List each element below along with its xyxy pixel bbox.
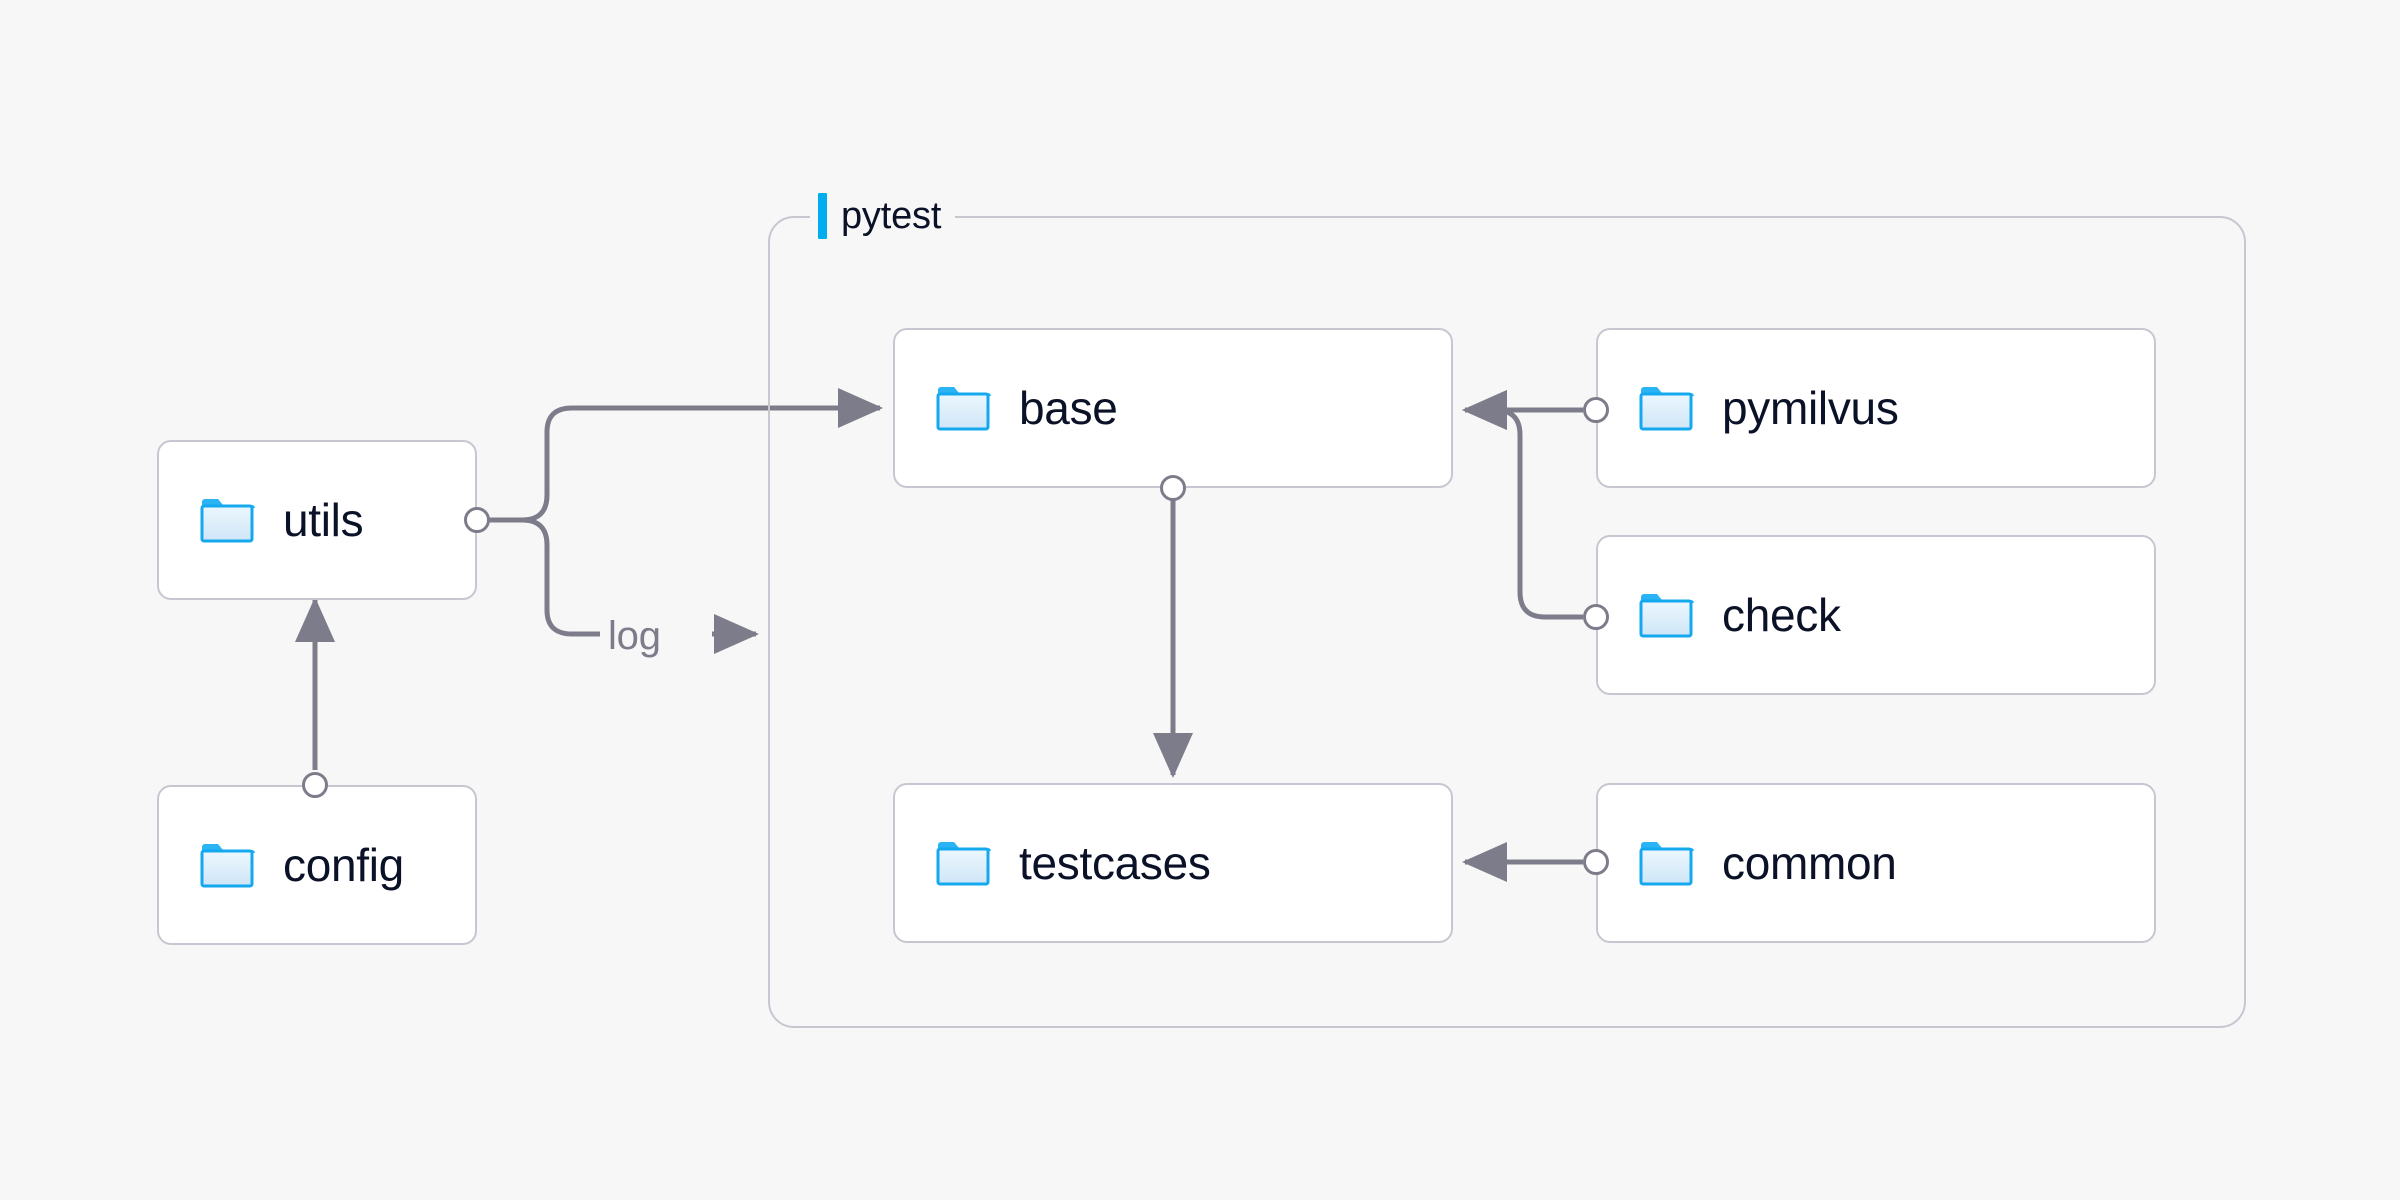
folder-icon	[936, 842, 991, 886]
folder-icon	[1639, 594, 1694, 638]
node-config-label: config	[283, 839, 404, 891]
edge-label-log: log	[608, 614, 661, 658]
edge-utils-to-log	[521, 517, 600, 637]
port-base-bottom[interactable]	[1160, 475, 1186, 501]
node-base-label: base	[1019, 382, 1118, 434]
node-base[interactable]: base	[893, 328, 1453, 488]
node-common[interactable]: common	[1596, 783, 2156, 943]
folder-icon	[936, 387, 991, 431]
node-pymilvus[interactable]: pymilvus	[1596, 328, 2156, 488]
node-config[interactable]: config	[157, 785, 477, 945]
folder-icon	[200, 499, 255, 543]
group-pytest-label-text: pytest	[841, 195, 942, 237]
folder-icon	[200, 844, 255, 888]
port-pymilvus-left[interactable]	[1583, 397, 1609, 423]
node-utils-label: utils	[283, 494, 364, 546]
node-utils[interactable]: utils	[157, 440, 477, 600]
node-testcases-label: testcases	[1019, 837, 1211, 889]
port-config-top[interactable]	[302, 772, 328, 798]
group-pytest	[768, 216, 2246, 1028]
folder-icon	[1639, 842, 1694, 886]
port-utils-right[interactable]	[464, 507, 490, 533]
group-pytest-label: pytest	[810, 193, 956, 239]
folder-icon	[1639, 387, 1694, 431]
node-common-label: common	[1722, 837, 1897, 889]
node-testcases[interactable]: testcases	[893, 783, 1453, 943]
group-accent-bar	[818, 193, 827, 239]
port-check-left[interactable]	[1583, 604, 1609, 630]
node-check-label: check	[1722, 589, 1841, 641]
node-pymilvus-label: pymilvus	[1722, 382, 1899, 434]
port-common-left[interactable]	[1583, 849, 1609, 875]
node-check[interactable]: check	[1596, 535, 2156, 695]
